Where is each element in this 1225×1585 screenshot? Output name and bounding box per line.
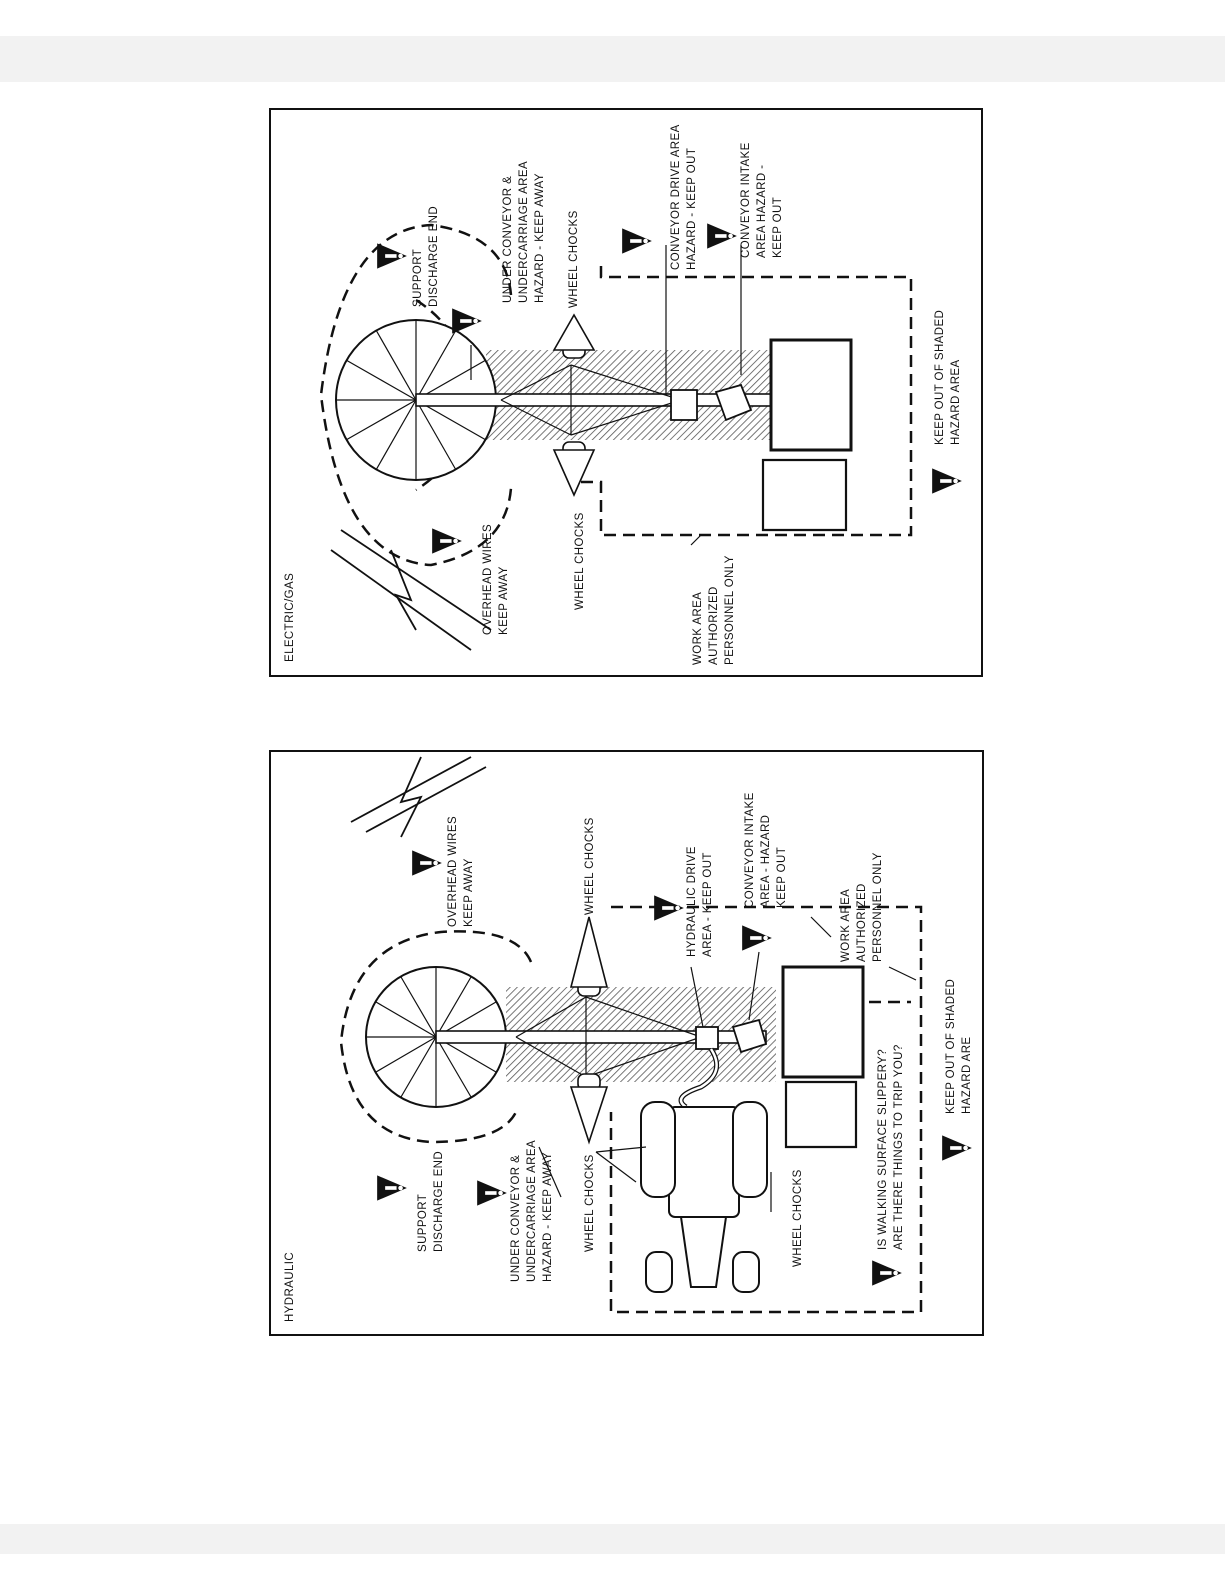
conveyor-tube (435, 1030, 767, 1044)
wheel-chock-bottom (552, 449, 596, 497)
panel-b-title: HYDRAULIC (284, 1252, 296, 1322)
hydraulic-drive (695, 1026, 719, 1050)
overhead-wires (350, 756, 487, 838)
conveyor-drive (670, 389, 698, 421)
warning-icon-slippery (872, 1260, 902, 1286)
label-drive-2: HAZARD - KEEP OUT (686, 148, 698, 270)
undercarriage-frame (500, 364, 682, 436)
label-chocks-bottom: WHEEL CHOCKS (574, 512, 586, 610)
label-intake-2: AREA HAZARD - (756, 165, 768, 258)
label-under-3: HAZARD - KEEP AWAY (534, 173, 546, 303)
warning-icon-support (377, 243, 407, 269)
tractor (640, 1101, 768, 1293)
truck-cab (761, 458, 848, 532)
label-under-3: HAZARD - KEEP AWAY (542, 1152, 554, 1282)
warning-icon-shade (942, 1135, 972, 1161)
leader-lines (470, 245, 742, 546)
label-intake-3: KEEP OUT (772, 197, 784, 258)
undercarriage-frame (515, 996, 702, 1078)
label-work-3: PERSONNEL ONLY (872, 852, 884, 962)
warning-icon-drive (654, 895, 684, 921)
label-drive-1: HYDRAULIC DRIVE (686, 846, 698, 957)
warning-icon-overhead (432, 528, 462, 554)
warning-icon-overhead (412, 850, 442, 876)
label-intake-2: AREA - HAZARD (760, 815, 772, 908)
wheel-chock-top (569, 916, 609, 988)
hydraulic-diagram-panel: HYDRAULIC OVERHEAD WIRES KEEP AWAY WHEEL… (269, 750, 984, 1336)
label-under-1: UNDER CONVEYOR & (502, 176, 514, 303)
label-chocks-top: WHEEL CHOCKS (568, 210, 580, 308)
label-overhead-2: KEEP AWAY (463, 858, 475, 927)
warning-icon-under-conveyor (477, 1180, 507, 1206)
leader-lines (538, 916, 917, 1212)
label-under-2: UNDERCARRIAGE AREA (518, 161, 530, 303)
warning-icon-intake (742, 925, 772, 951)
label-chocks-top: WHEEL CHOCKS (584, 817, 596, 915)
label-under-1: UNDER CONVEYOR & (510, 1155, 522, 1282)
label-chocks-right: WHEEL CHOCKS (792, 1169, 804, 1267)
warning-icon-drive (622, 228, 652, 254)
wheel-chock-bottom (569, 1086, 609, 1145)
label-overhead-1: OVERHEAD WIRES (447, 816, 459, 927)
label-shade-2: HAZARD ARE (961, 1037, 973, 1115)
label-shade-1: KEEP OUT OF SHADED (934, 310, 946, 445)
label-intake-1: CONVEYOR INTAKE (744, 792, 756, 908)
hydraulic-diagram: HYDRAULIC OVERHEAD WIRES KEEP AWAY WHEEL… (284, 756, 973, 1322)
electric-gas-diagram: ELECTRIC/GAS OVERHEAD WIRES KEEP AWAY SU… (284, 124, 962, 665)
label-slip-1: IS WALKING SURFACE SLIPPERY? (877, 1049, 889, 1250)
label-work-2: AUTHORIZED (856, 883, 868, 962)
label-work-3: PERSONNEL ONLY (724, 555, 736, 665)
warning-icon-shade (932, 468, 962, 494)
label-support-1: SUPPORT (412, 249, 424, 307)
label-support-1: SUPPORT (417, 1194, 429, 1252)
label-overhead-1: OVERHEAD WIRES (482, 524, 494, 635)
label-drive-2: AREA - KEEP OUT (702, 852, 714, 957)
label-work-1: WORK AREA (692, 592, 704, 665)
label-work-2: AUTHORIZED (708, 586, 720, 665)
truck-cab (784, 1080, 858, 1149)
wheel-chock-top (552, 313, 596, 351)
label-slip-2: ARE THERE THINGS TO TRIP YOU? (893, 1044, 905, 1250)
label-chocks-left: WHEEL CHOCKS (584, 1154, 596, 1252)
label-drive-1: CONVEYOR DRIVE AREA (670, 124, 682, 270)
panel-a-title: ELECTRIC/GAS (284, 573, 296, 662)
warning-icon-under-conveyor (452, 308, 482, 334)
warning-icon-intake (707, 223, 737, 249)
conveyor-intake (714, 383, 753, 422)
conveyor-intake (731, 1018, 768, 1054)
truck-bed (781, 965, 865, 1079)
label-intake-1: CONVEYOR INTAKE (740, 142, 752, 258)
label-work-1: WORK AREA (840, 889, 852, 962)
label-overhead-2: KEEP AWAY (498, 566, 510, 635)
label-under-2: UNDERCARRIAGE AREA (526, 1140, 538, 1282)
truck-bed (769, 338, 853, 452)
top-page-band (0, 36, 1225, 82)
warning-icon-support (377, 1175, 407, 1201)
label-support-2: DISCHARGE END (428, 206, 440, 307)
label-shade-2: HAZARD AREA (950, 359, 962, 445)
work-area-boundary (609, 905, 923, 1314)
label-shade-1: KEEP OUT OF SHADED (945, 979, 957, 1114)
discharge-circle-boundary (339, 930, 533, 1144)
hydraulic-hose-inner (679, 1048, 718, 1109)
bottom-page-band (0, 1524, 1225, 1554)
overhead-wires (330, 529, 492, 651)
electric-gas-diagram-panel: ELECTRIC/GAS OVERHEAD WIRES KEEP AWAY SU… (269, 108, 983, 677)
label-support-2: DISCHARGE END (433, 1151, 445, 1252)
label-intake-3: KEEP OUT (776, 847, 788, 908)
